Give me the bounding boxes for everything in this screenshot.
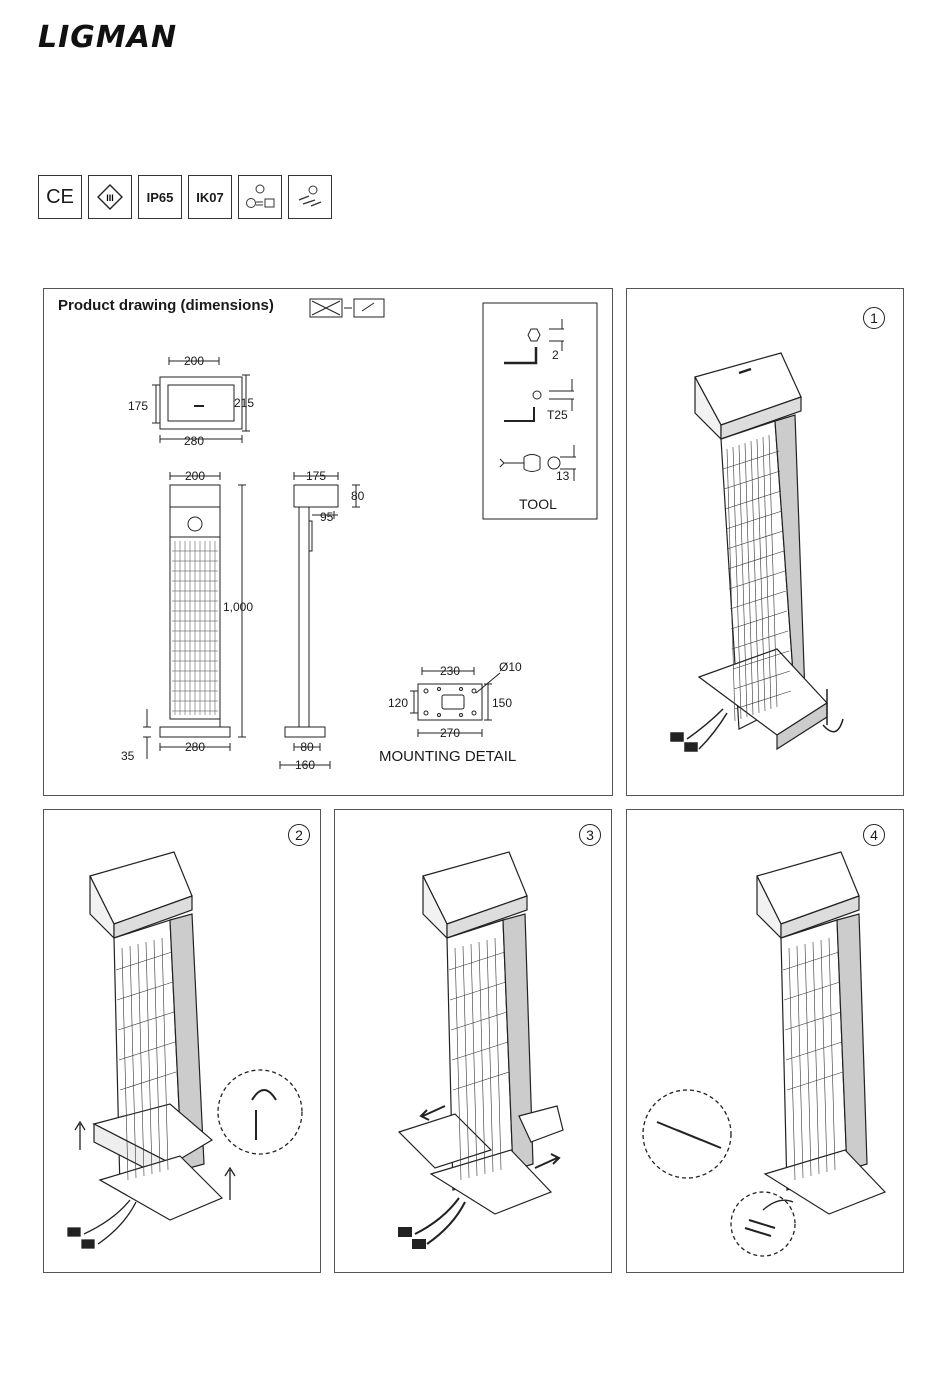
step-2-panel: 2	[43, 809, 321, 1273]
bollard-illustration	[627, 810, 905, 1274]
svg-text:35: 35	[121, 749, 135, 763]
power-supply-icon	[238, 175, 282, 219]
bollard-illustration	[335, 810, 613, 1274]
svg-text:80: 80	[300, 740, 314, 754]
svg-text:175: 175	[128, 399, 148, 413]
svg-text:200: 200	[184, 354, 204, 368]
mounting-detail-label: MOUNTING DETAIL	[379, 748, 516, 765]
step-4-panel: 4	[626, 809, 904, 1273]
ip-rating-badge: IP65	[138, 175, 182, 219]
certification-row: CE III IP65 IK07	[38, 175, 332, 219]
bollard-illustration	[627, 289, 905, 797]
svg-text:160: 160	[295, 758, 315, 772]
tool-label: TOOL	[519, 496, 557, 512]
svg-text:230: 230	[440, 664, 460, 678]
svg-text:215: 215	[234, 396, 254, 410]
svg-text:270: 270	[440, 726, 460, 740]
ik-rating-badge: IK07	[188, 175, 232, 219]
step-3-panel: 3	[334, 809, 612, 1273]
svg-text:13: 13	[556, 469, 570, 483]
ce-mark: CE	[38, 175, 82, 219]
svg-text:200: 200	[185, 469, 205, 483]
svg-text:280: 280	[184, 434, 204, 448]
class-iii-icon: III	[88, 175, 132, 219]
brand-logo: LIGMAN	[38, 20, 177, 55]
bollard-illustration	[44, 810, 322, 1274]
svg-text:2: 2	[552, 348, 559, 362]
svg-text:Ø10: Ø10	[499, 660, 522, 674]
svg-text:175: 175	[306, 469, 326, 483]
dimension-drawing: 200 280 175 215 200 1,000 280 35 175 80 …	[44, 289, 614, 797]
svg-text:III: III	[106, 193, 114, 203]
svg-text:T25: T25	[547, 408, 568, 422]
wiring-icon	[288, 175, 332, 219]
svg-text:150: 150	[492, 696, 512, 710]
step-1-panel: 1	[626, 288, 904, 796]
svg-text:280: 280	[185, 740, 205, 754]
svg-text:120: 120	[388, 696, 408, 710]
svg-text:80: 80	[351, 489, 365, 503]
svg-text:1,000: 1,000	[223, 600, 253, 614]
svg-text:95: 95	[320, 510, 334, 524]
product-drawing-panel: Product drawing (dimensions)	[43, 288, 613, 796]
